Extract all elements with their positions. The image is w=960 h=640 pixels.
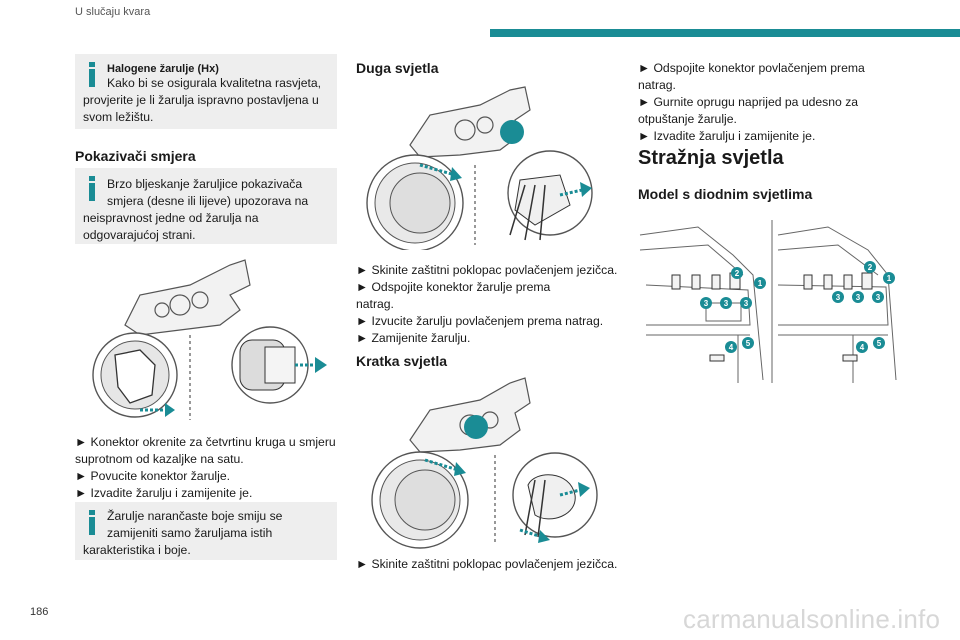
info-icon xyxy=(89,176,95,201)
callout-badge xyxy=(725,341,737,353)
note-line: karakteristika i boje. xyxy=(83,543,191,557)
turn-signal-illustration xyxy=(92,259,327,420)
note-line: svom ležištu. xyxy=(83,110,154,124)
callout-label: 1 xyxy=(887,274,892,283)
watermark: carmanualsonline.info xyxy=(683,604,941,634)
callout-badge xyxy=(742,337,754,349)
running-header: U slučaju kvara xyxy=(75,6,151,18)
note-line: Žarulje narančaste boje smiju se xyxy=(107,509,283,523)
step-text: suprotnom od kazaljke na satu. xyxy=(75,452,244,466)
callout-label: 3 xyxy=(876,293,881,302)
callout-label: 3 xyxy=(724,299,729,308)
callout-label: 2 xyxy=(735,269,740,278)
note-line: smjera (desne ili lijeve) upozorava na xyxy=(107,194,309,208)
note-title: Halogene žarulje (Hx) xyxy=(107,63,219,75)
callout-badge xyxy=(856,341,868,353)
callout-label: 3 xyxy=(744,299,749,308)
step-text: natrag. xyxy=(356,297,394,311)
note-line: provjerite je li žarulja ispravno postav… xyxy=(83,93,319,107)
heading-high-beam: Duga svjetla xyxy=(356,60,439,76)
heading-low-beam: Kratka svjetla xyxy=(356,353,448,369)
heading-led-model: Model s diodnim svjetlima xyxy=(638,186,813,202)
note-line: Kako bi se osigurala kvalitetna rasvjeta… xyxy=(107,76,322,90)
callout-label: 3 xyxy=(704,299,709,308)
step-text: ► Odspojite konektor povlačenjem prema xyxy=(638,61,865,75)
callout-label: 3 xyxy=(856,293,861,302)
step-text: ► Izvadite žarulju i zamijenite je. xyxy=(75,486,253,500)
callout-badge xyxy=(754,277,766,289)
callout-label: 4 xyxy=(729,343,734,352)
callout-label: 1 xyxy=(758,279,763,288)
note-turn-signal: Brzo bljeskanje žaruljice pokazivača smj… xyxy=(75,168,337,244)
callout-badge xyxy=(872,291,884,303)
callout-badge xyxy=(832,291,844,303)
high-beam-illustration xyxy=(366,86,593,250)
step-text: ► Skinite zaštitni poklopac povlačenjem … xyxy=(356,263,618,277)
callout-label: 5 xyxy=(746,339,751,348)
callout-label: 5 xyxy=(877,339,882,348)
step-text: ► Izvadite žarulju i zamijenite je. xyxy=(638,129,816,143)
callout-label: 2 xyxy=(868,263,873,272)
step-text: otpuštanje žarulje. xyxy=(638,112,737,126)
info-icon xyxy=(89,62,95,87)
info-icon xyxy=(89,510,95,535)
step-text: ► Gurnite oprugu naprijed pa udesno za xyxy=(638,95,859,109)
note-line: odgovarajućoj strani. xyxy=(83,228,196,242)
callout-badge xyxy=(700,297,712,309)
callout-label: 3 xyxy=(836,293,841,302)
rear-lights-illustration: 2 1 3 3 3 4 5 2 1 3 3 3 4 5 xyxy=(639,220,897,383)
callout-badge xyxy=(852,291,864,303)
steps-turn-signal: ► Konektor okrenite za četvrtinu kruga u… xyxy=(75,434,345,502)
note-line: Brzo bljeskanje žaruljice pokazivača xyxy=(107,177,303,191)
callout-badge xyxy=(864,261,876,273)
note-line: zamijeniti samo žaruljama istih xyxy=(107,526,273,540)
header-accent-bar xyxy=(490,29,960,37)
callout-badge xyxy=(731,267,743,279)
steps-low-beam: ► Skinite zaštitni poklopac povlačenjem … xyxy=(356,556,626,573)
steps-high-beam: ► Skinite zaštitni poklopac povlačenjem … xyxy=(356,262,626,347)
step-text: ► Skinite zaštitni poklopac povlačenjem … xyxy=(356,557,618,571)
step-text: natrag. xyxy=(638,78,676,92)
note-halogen: Halogene žarulje (Hx) Kako bi se osigura… xyxy=(75,54,337,129)
heading-turn-signals: Pokazivači smjera xyxy=(75,148,196,164)
callout-badge xyxy=(720,297,732,309)
callout-badge xyxy=(883,272,895,284)
step-text: ► Povucite konektor žarulje. xyxy=(75,469,230,483)
steps-low-beam-continued: ► Odspojite konektor povlačenjem prema n… xyxy=(638,60,908,145)
step-text: ► Izvucite žarulju povlačenjem prema nat… xyxy=(356,314,604,328)
page-number: 186 xyxy=(30,606,49,618)
step-text: ► Zamijenite žarulju. xyxy=(356,331,471,345)
step-text: ► Odspojite konektor žarulje prema xyxy=(356,280,551,294)
low-beam-illustration xyxy=(371,377,598,549)
note-orange-bulbs: Žarulje narančaste boje smiju se zamijen… xyxy=(75,502,337,560)
callout-badge xyxy=(740,297,752,309)
heading-rear-lights: Stražnja svjetla xyxy=(638,147,784,169)
step-text: ► Konektor okrenite za četvrtinu kruga u… xyxy=(75,435,336,449)
callout-label: 4 xyxy=(860,343,865,352)
callout-badge xyxy=(873,337,885,349)
note-line: neispravnost jedne od žarulja na xyxy=(83,211,259,225)
